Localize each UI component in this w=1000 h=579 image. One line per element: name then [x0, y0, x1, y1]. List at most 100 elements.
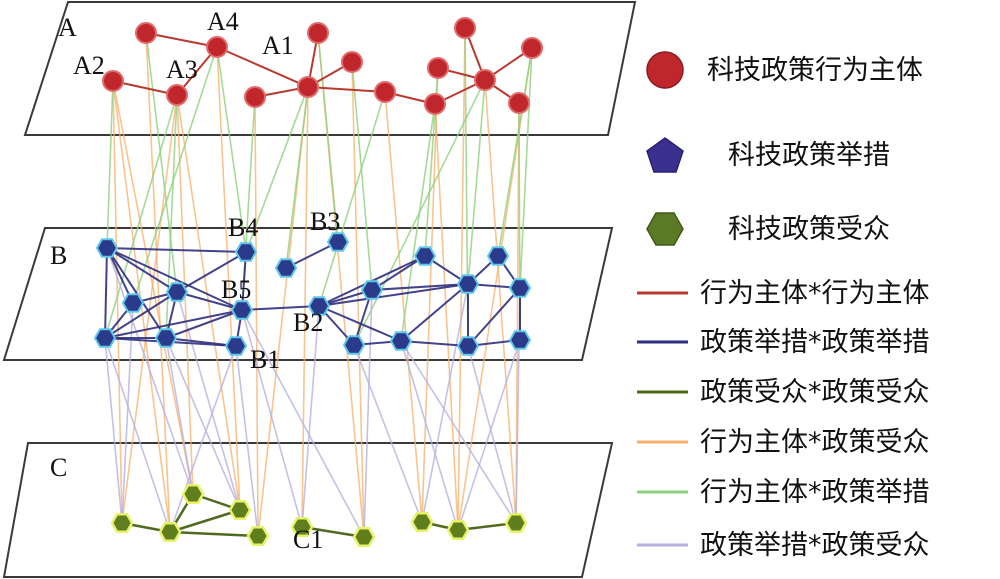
network-edge-39 — [497, 47, 533, 257]
audience-node-c9 — [446, 520, 470, 540]
legend-edge-3: 政策受众*政策受众 — [700, 377, 930, 408]
network-edge-98 — [371, 283, 469, 291]
audience-node-c6 — [290, 517, 314, 537]
actor-node-a1 — [297, 76, 319, 98]
network-edge-24 — [285, 86, 309, 269]
network-edge-33 — [519, 47, 533, 289]
legend-node-measure: 科技政策举措 — [728, 140, 890, 171]
measure-node-b14 — [93, 328, 117, 348]
network-edge-1 — [112, 80, 123, 524]
measure-node-b4 — [234, 242, 258, 262]
node-label-B2: B2 — [293, 308, 323, 337]
network-edge-80 — [106, 247, 243, 311]
plane-C — [2, 442, 614, 578]
layer-label-B: B — [50, 241, 67, 270]
network-edge-5 — [145, 32, 171, 533]
measure-node-b18 — [389, 331, 413, 351]
actor-node-a12 — [474, 69, 496, 91]
network-edge-78 — [104, 247, 108, 339]
network-edge-53 — [467, 345, 517, 524]
network-edge-59 — [241, 309, 365, 538]
network-edge-54 — [457, 339, 521, 531]
layer-label-A: A — [58, 13, 77, 42]
network-edge-38 — [353, 79, 486, 346]
legend-edge-6: 政策举措*政策受众 — [700, 530, 930, 561]
node-label-A3: A3 — [166, 55, 198, 84]
network-edge-23 — [132, 46, 218, 304]
network-edge-49 — [176, 291, 241, 511]
network-edge-27 — [351, 61, 373, 291]
network-edge-7 — [254, 96, 259, 537]
network-edge-77 — [106, 247, 178, 293]
actor-node-a8 — [341, 51, 363, 73]
network-edge-75 — [106, 247, 247, 253]
measure-node-b12 — [456, 274, 480, 294]
network-edge-51 — [353, 344, 423, 523]
legend-edge-4: 行为主体*政策受众 — [700, 427, 930, 458]
measure-node-b10 — [165, 282, 189, 302]
actor-node-a7 — [307, 22, 329, 44]
network-edge-40 — [104, 94, 178, 339]
network-edge-29 — [400, 103, 436, 342]
actor-node-a13 — [244, 86, 266, 108]
network-edge-46 — [169, 345, 237, 533]
network-edge-50 — [301, 305, 320, 528]
actor-node-a16 — [508, 92, 530, 114]
legend-hexagon-icon — [646, 212, 684, 246]
audience-node-c7 — [352, 527, 376, 547]
network-edge-91 — [241, 305, 320, 311]
network-edge-11 — [384, 91, 423, 523]
measure-node-b11 — [360, 280, 384, 300]
network-edge-107 — [400, 340, 469, 347]
node-label-B5: B5 — [221, 275, 251, 304]
measure-node-b5 — [230, 300, 254, 320]
network-edge-96 — [318, 283, 469, 307]
legend: 科技政策行为主体 科技政策举措 科技政策受众 行为主体*行为主体 政策举措*政策… — [637, 51, 930, 561]
network-edge-119 — [169, 530, 259, 538]
legend-edge-2: 政策举措*政策举措 — [700, 327, 930, 358]
legend-node-audience: 科技政策受众 — [728, 214, 890, 245]
node-label-A1: A1 — [262, 31, 294, 60]
legend-node-actor: 科技政策行为主体 — [707, 55, 923, 86]
actor-node-a9 — [454, 17, 476, 39]
network-edge-111 — [467, 287, 521, 347]
audience-node-c3 — [228, 500, 252, 520]
measure-node-b3 — [326, 232, 350, 252]
node-label-A2: A2 — [73, 51, 105, 80]
audience-node-c5 — [246, 526, 270, 546]
network-edge-31 — [467, 79, 486, 285]
measure-node-b2 — [307, 296, 331, 316]
measure-node-b8 — [486, 246, 510, 266]
network-edge-28 — [318, 91, 386, 307]
actor-node-a6 — [206, 36, 228, 58]
audience-node-c10 — [504, 513, 528, 533]
audience-node-c8 — [410, 512, 434, 532]
legend-pentagon-icon — [646, 137, 684, 173]
network-edge-112 — [318, 305, 402, 342]
network-edge-58 — [106, 247, 194, 495]
network-edge-97 — [371, 255, 426, 291]
measure-node-b15 — [154, 328, 178, 348]
actor-node-a11 — [427, 57, 449, 79]
network-edge-62 — [216, 46, 309, 88]
audience-node-c4 — [158, 522, 182, 542]
network-edge-89 — [165, 309, 243, 339]
measure-node-b6 — [274, 258, 298, 278]
network-edge-93 — [285, 241, 339, 269]
network-edge-45 — [235, 345, 259, 537]
measure-node-b1 — [95, 238, 119, 258]
legend-edge-5: 行为主体*政策举措 — [700, 477, 930, 508]
network-edge-22 — [216, 46, 247, 253]
node-label-B1: B1 — [250, 345, 280, 374]
node-label-B3: B3 — [310, 207, 340, 236]
network-edge-118 — [169, 508, 241, 534]
network-edge-43 — [165, 337, 194, 495]
network-edge-21 — [145, 32, 178, 293]
audience-node-c1 — [110, 513, 134, 533]
network-edge-41 — [104, 337, 123, 524]
actor-node-a14 — [374, 81, 396, 103]
network-edge-61 — [145, 32, 218, 48]
measure-node-b20 — [508, 330, 532, 350]
